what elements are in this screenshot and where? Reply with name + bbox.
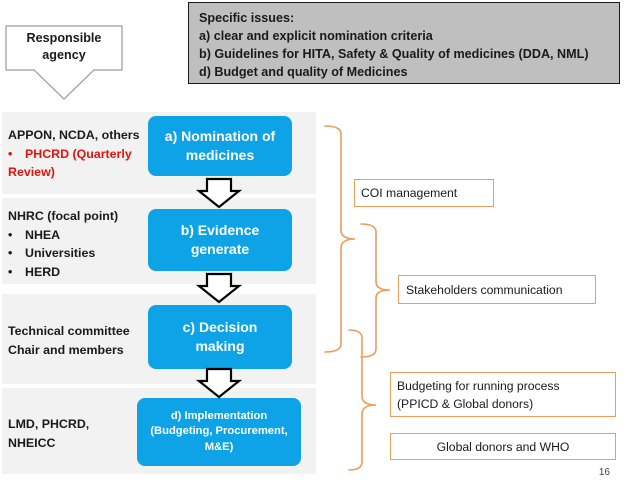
coi-management-box: COI management [354, 179, 494, 207]
agency-row-1: APPON, NCDA, others PHCRD (Quarterly Rev… [8, 126, 140, 182]
step-implementation: d) Implementation(Budgeting, Procurement… [137, 398, 301, 466]
responsible-agency-arrow [5, 25, 123, 100]
specific-issues-box: Specific issues: a) clear and explicit n… [188, 2, 620, 84]
page-number: 16 [598, 467, 610, 478]
stakeholders-communication-box: Stakeholders communication [398, 275, 596, 304]
down-arrow-icon [196, 367, 242, 399]
budgeting-box: Budgeting for running process (PPICD & G… [390, 372, 616, 417]
brace-stakeholders [360, 223, 391, 358]
global-donors-box: Global donors and WHO [390, 433, 616, 460]
down-arrow-icon [196, 177, 242, 209]
agency-row-2: NHRC (focal point) NHEA Universities HER… [8, 207, 118, 281]
issues-title: Specific issues: [199, 11, 295, 25]
down-arrow-icon [196, 272, 242, 304]
issue-item: d) Budget and quality of Medicines [199, 65, 408, 79]
issue-item: b) Guidelines for HITA, Safety & Quality… [199, 47, 589, 61]
issue-item: a) clear and explicit nomination criteri… [199, 29, 433, 43]
agency-row-4: LMD, PHCRD, NHEICC [8, 417, 90, 450]
brace-budgeting [348, 329, 377, 471]
agency-row-3: Technical committee Chair and members [8, 324, 130, 357]
brace-coi [324, 125, 356, 353]
responsible-agency-label: Responsible agency [26, 31, 102, 62]
